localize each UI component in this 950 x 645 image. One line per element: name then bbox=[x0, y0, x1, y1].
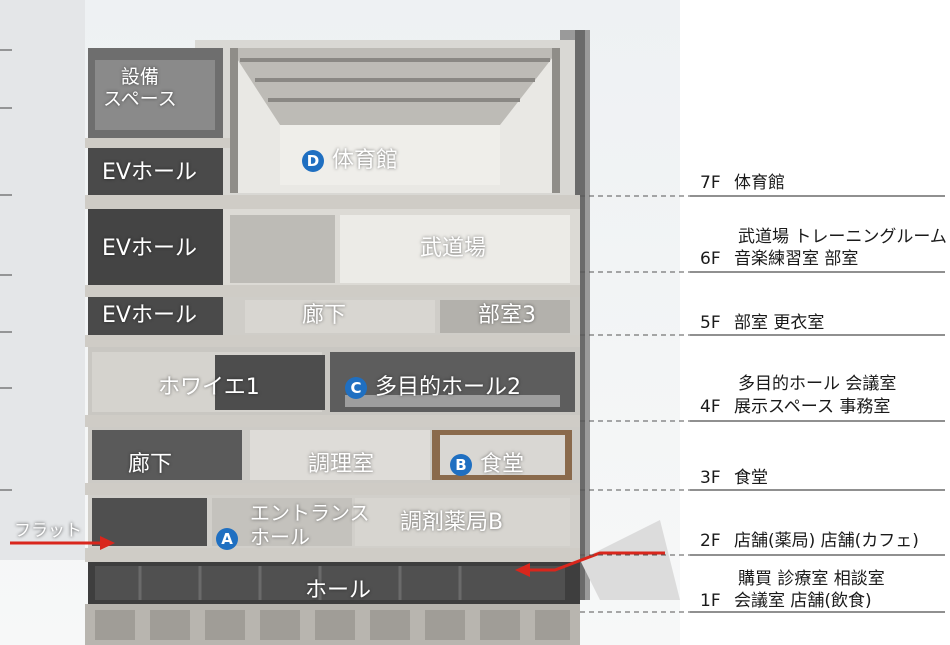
label-corridor-3f: 廊下 bbox=[128, 452, 173, 477]
label-ev-hall-5f: EVホール bbox=[102, 303, 197, 328]
badge-c: C bbox=[345, 377, 367, 399]
label-corridor-5f: 廊下 bbox=[302, 303, 347, 328]
label-cooking-room: 調理室 bbox=[308, 452, 375, 477]
badge-a: A bbox=[216, 528, 238, 550]
label-hall-1f: ホール bbox=[305, 578, 372, 603]
label-entrance-hall: エントランス ホール bbox=[250, 501, 370, 549]
label-martial-arts: 武道場 bbox=[420, 236, 487, 261]
label-ev-hall-6f: EVホール bbox=[102, 236, 197, 261]
badge-b: B bbox=[450, 454, 472, 476]
label-club-room-3: 部室3 bbox=[478, 303, 536, 328]
label-foyer: ホワイエ1 bbox=[158, 375, 260, 400]
flat-arrow bbox=[10, 536, 115, 550]
label-ev-hall-7f: EVホール bbox=[102, 160, 197, 185]
floor-4f-line1: 多目的ホール 会議室 bbox=[738, 374, 897, 394]
floor-6f-line1: 武道場 トレーニングルーム bbox=[738, 227, 947, 247]
label-pharmacy-b: 調剤薬局B bbox=[400, 510, 504, 535]
badge-d: D bbox=[302, 150, 324, 172]
label-equipment-space: 設備 スペース bbox=[103, 66, 177, 110]
label-flat: フラット bbox=[14, 521, 82, 541]
entry-arrow bbox=[515, 551, 665, 577]
floor-1f-line1: 購買 診療室 相談室 bbox=[738, 569, 885, 589]
